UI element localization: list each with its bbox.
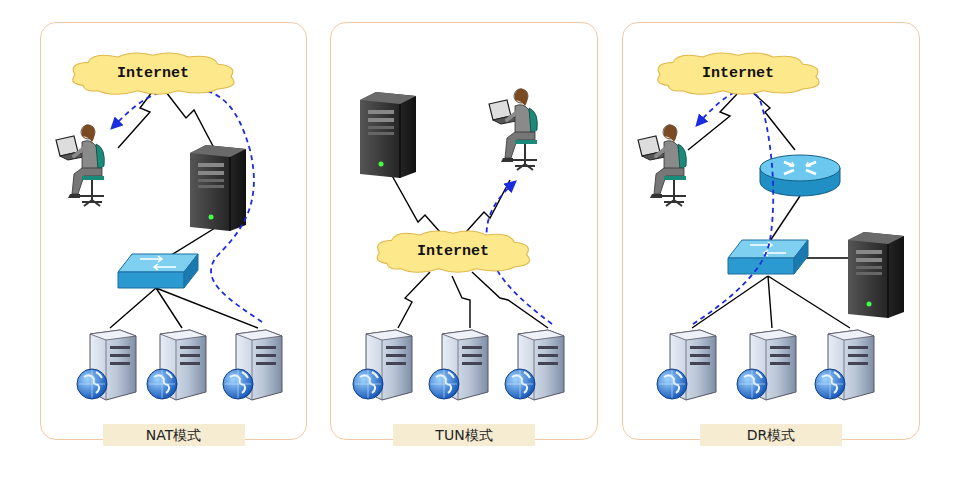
load-balancer	[360, 92, 416, 178]
mode-panel: TUN模式Internet	[330, 22, 598, 440]
real-server	[505, 330, 564, 400]
internet-cloud: Internet	[368, 228, 538, 274]
cloud-label: Internet	[702, 65, 774, 82]
client-user	[638, 124, 686, 206]
mode-label: TUN模式	[393, 424, 535, 446]
real-server	[147, 330, 206, 400]
icons	[56, 88, 904, 400]
cloud-outline	[658, 53, 819, 94]
mode-label: DR模式	[700, 424, 842, 446]
cloud-outline	[73, 53, 234, 94]
cloud-label: Internet	[117, 65, 189, 82]
real-server	[429, 330, 488, 400]
real-server	[815, 330, 874, 400]
real-server	[737, 330, 796, 400]
real-server	[77, 330, 136, 400]
cloud-label: Internet	[417, 243, 489, 260]
internet-cloud: Internet	[648, 50, 828, 96]
wan-link	[118, 92, 152, 148]
lan-link	[110, 288, 258, 328]
client-user	[56, 124, 104, 206]
mode-panel: DR模式Internet	[622, 22, 920, 440]
mode-label: NAT模式	[103, 424, 245, 446]
response-path	[112, 88, 262, 322]
switch	[118, 254, 198, 288]
real-server	[223, 330, 282, 400]
mode-panel: NAT模式Internet	[40, 22, 307, 440]
wan-link	[466, 180, 510, 232]
load-balancer	[190, 145, 246, 231]
lan-link	[806, 257, 850, 258]
wan-link	[398, 272, 548, 328]
internet-cloud: Internet	[63, 50, 243, 96]
real-server	[657, 330, 716, 400]
wan-link	[390, 172, 440, 232]
real-server	[353, 330, 412, 400]
wan-link	[688, 94, 737, 150]
wan-link	[752, 92, 795, 150]
cloud-outline	[377, 231, 529, 272]
wan-link	[166, 92, 214, 148]
client-user	[489, 88, 537, 170]
load-balancer	[848, 232, 904, 318]
response-path	[693, 90, 773, 324]
lan-link	[692, 276, 850, 328]
